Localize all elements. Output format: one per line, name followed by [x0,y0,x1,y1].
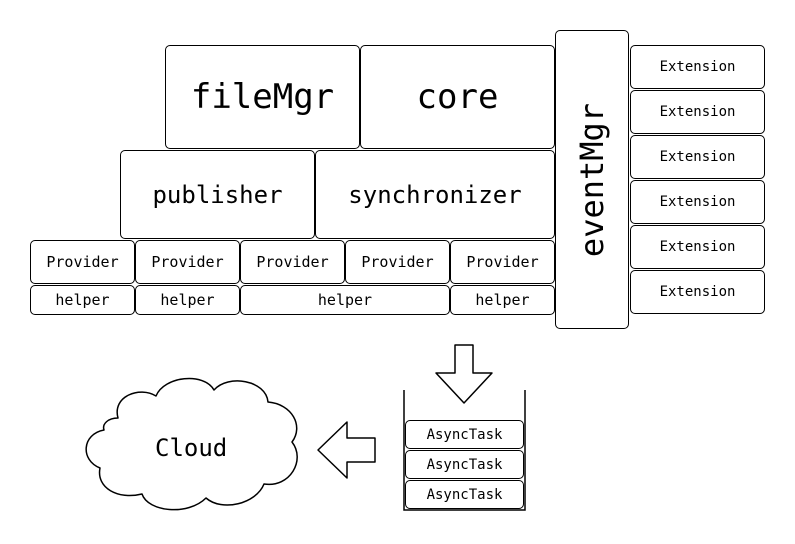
helper-label: helper [55,291,110,309]
provider-label: Provider [361,253,434,271]
provider-box: Provider [240,240,345,284]
extension-box: Extension [630,270,765,314]
core-label: core [416,77,499,117]
helper-box: helper [240,285,450,315]
extension-label: Extension [659,194,736,210]
asynctask-label: AsyncTask [426,426,503,443]
filemgr-box: fileMgr [165,45,360,149]
filemgr-label: fileMgr [190,77,335,117]
cloud-icon [85,377,298,511]
provider-box: Provider [135,240,240,284]
helper-box: helper [450,285,555,315]
extension-label: Extension [659,104,736,120]
extension-box: Extension [630,135,765,179]
helper-label: helper [475,291,530,309]
publisher-label: publisher [152,180,283,209]
asynctask-box: AsyncTask [405,420,524,449]
extension-label: Extension [659,59,736,75]
provider-label: Provider [466,253,539,271]
left-arrow-icon [317,421,376,479]
synchronizer-box: synchronizer [315,150,555,239]
helper-box: helper [135,285,240,315]
queue-container [403,390,526,511]
asynctask-label: AsyncTask [426,486,503,503]
extension-box: Extension [630,45,765,89]
asynctask-label: AsyncTask [426,456,503,473]
helper-label: helper [317,291,373,309]
extension-label: Extension [659,284,736,300]
publisher-box: publisher [120,150,315,239]
down-arrow-icon [435,344,493,404]
provider-box: Provider [345,240,450,284]
eventmgr-box: eventMgr [555,30,629,329]
synchronizer-label: synchronizer [348,180,522,209]
asynctask-box: AsyncTask [405,480,524,509]
cloud-label: Cloud [155,434,228,462]
core-box: core [360,45,555,149]
extension-box: Extension [630,225,765,269]
extension-box: Extension [630,90,765,134]
provider-box: Provider [30,240,135,284]
extension-box: Extension [630,180,765,224]
provider-label: Provider [256,253,329,271]
provider-label: Provider [46,253,119,271]
helper-label: helper [160,291,215,309]
asynctask-box: AsyncTask [405,450,524,479]
helper-box: helper [30,285,135,315]
provider-label: Provider [151,253,224,271]
extension-label: Extension [659,149,736,165]
extension-label: Extension [659,239,736,255]
provider-box: Provider [450,240,555,284]
